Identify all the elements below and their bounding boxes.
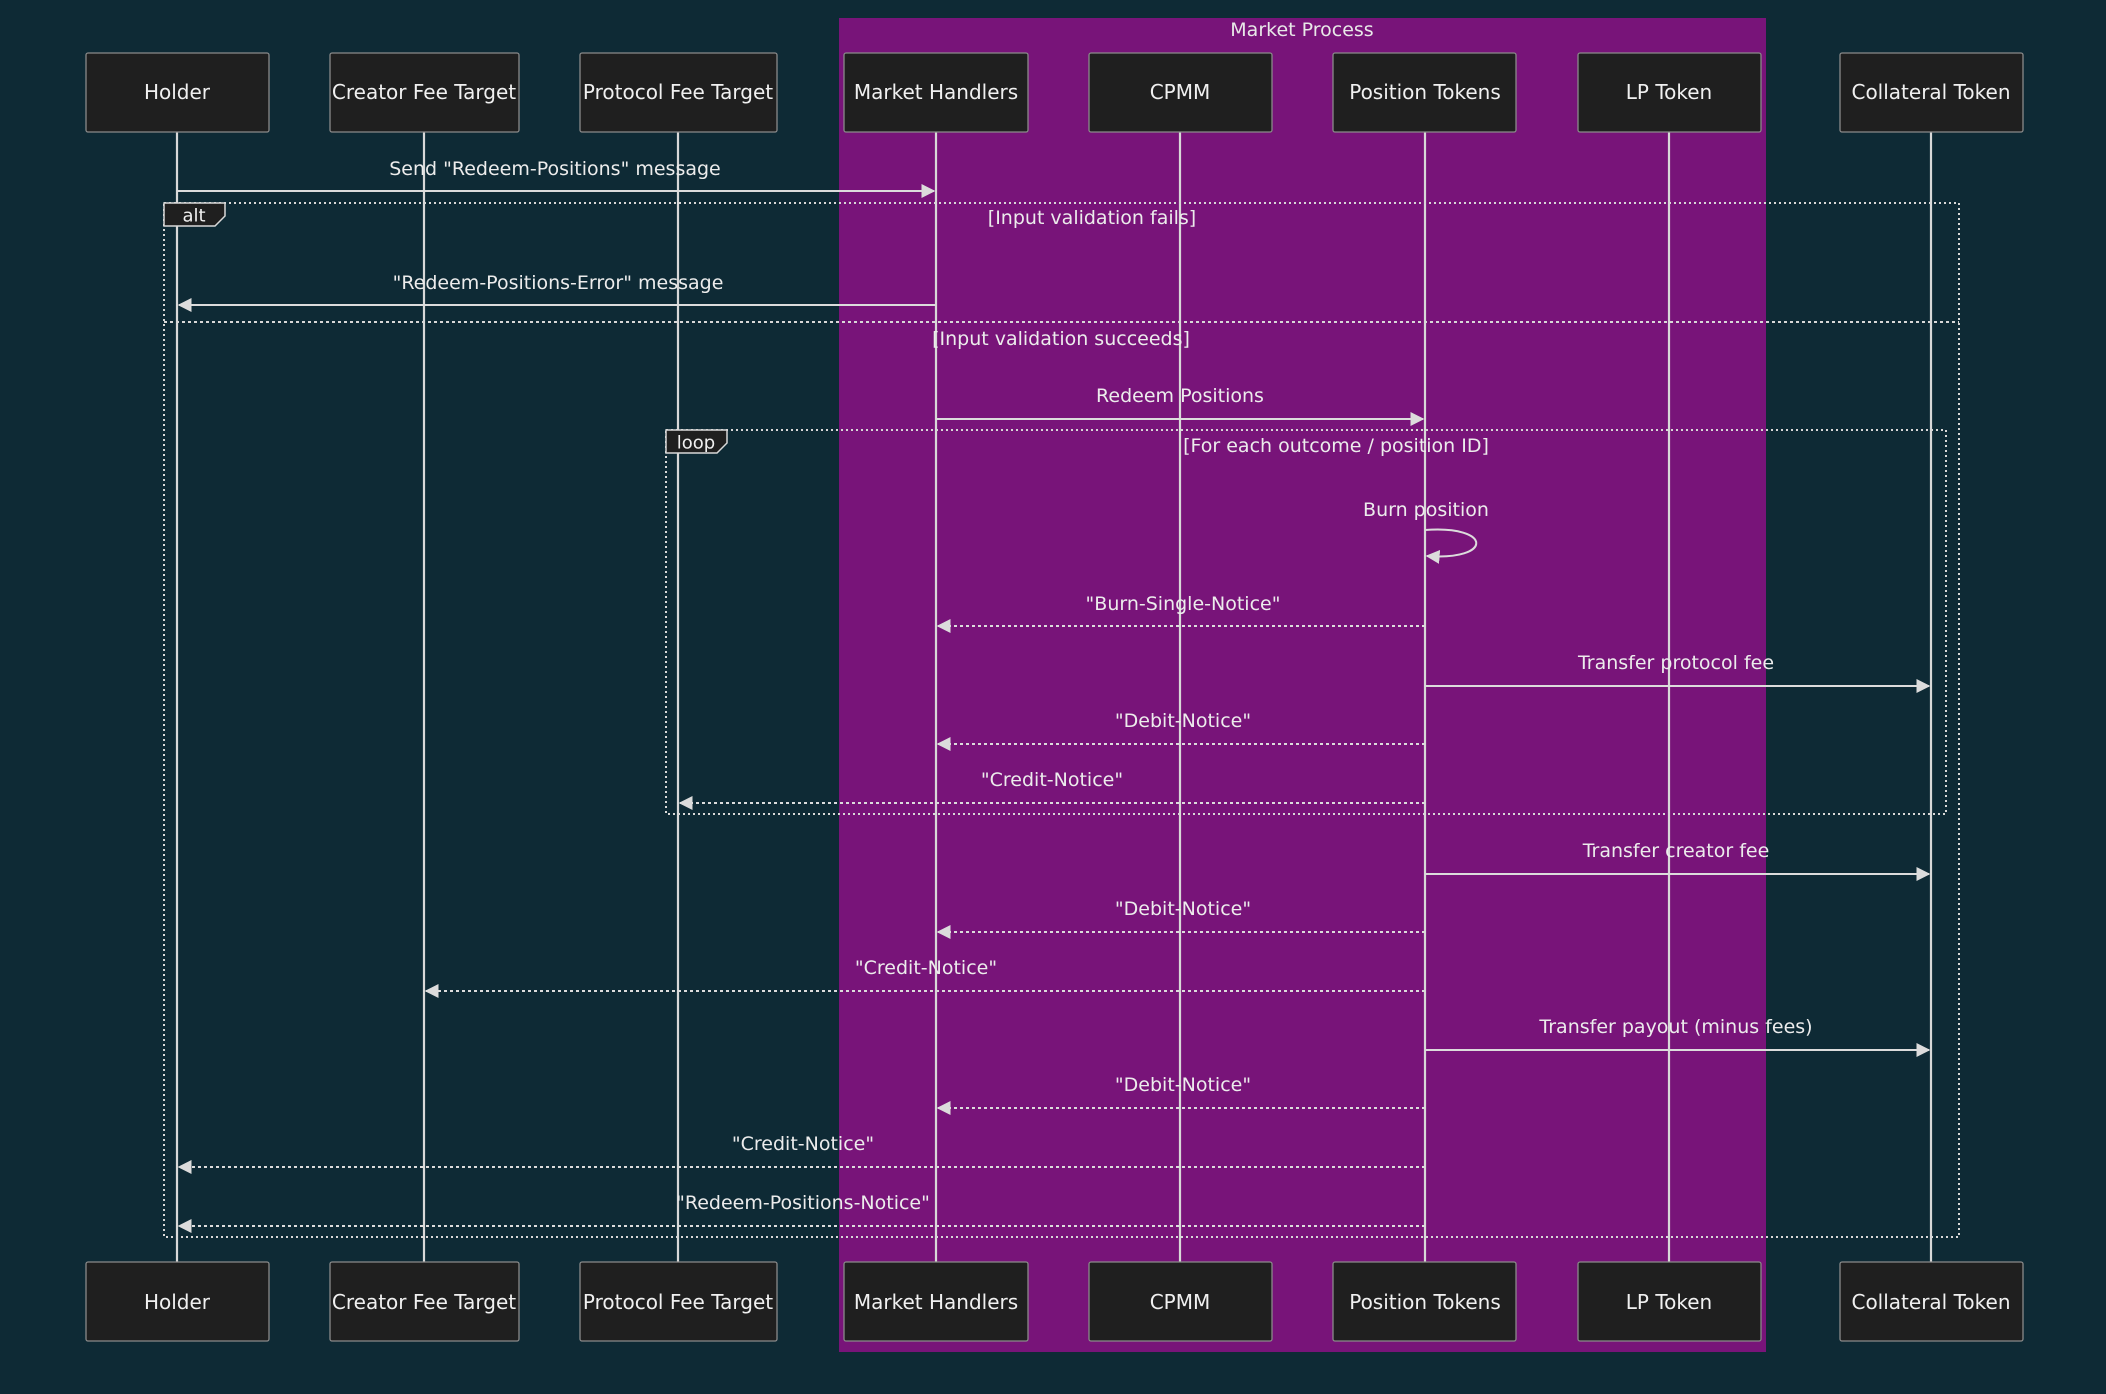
message-label: Send "Redeem-Positions" message: [389, 158, 721, 180]
message-debit-notice-1: "Debit-Notice": [936, 710, 1425, 751]
message-credit-notice-protocol: "Credit-Notice": [678, 769, 1425, 810]
message-transfer-payout: Transfer payout (minus fees): [1425, 1016, 1931, 1057]
actor-cpmm-top[interactable]: CPMM: [1088, 52, 1273, 133]
actor-label: Market Handlers: [854, 1290, 1018, 1314]
message-label: "Debit-Notice": [1115, 1074, 1251, 1096]
message-redeem-positions: Redeem Positions: [936, 385, 1425, 426]
message-label: "Redeem-Positions-Notice": [676, 1192, 930, 1214]
message-credit-notice-holder: "Credit-Notice": [177, 1133, 1425, 1174]
actor-lp-token-bottom[interactable]: LP Token: [1577, 1261, 1762, 1342]
actor-holder-top[interactable]: Holder: [85, 52, 270, 133]
message-label: "Burn-Single-Notice": [1086, 593, 1281, 615]
message-debit-notice-2: "Debit-Notice": [936, 898, 1425, 939]
actor-lp-token-top[interactable]: LP Token: [1577, 52, 1762, 133]
actor-collateral-token-top[interactable]: Collateral Token: [1839, 52, 2024, 133]
lifelines: [175, 132, 1933, 1262]
loop-frame: [665, 429, 1947, 815]
actor-label: Creator Fee Target: [332, 80, 516, 104]
actor-label: LP Token: [1626, 1290, 1712, 1314]
alt-tab: [163, 202, 226, 227]
alt-frame: [163, 202, 1960, 1238]
actor-market-handlers-top[interactable]: Market Handlers: [843, 52, 1029, 133]
alt-condition-succeeds: [Input validation succeeds]: [932, 328, 1190, 350]
market-process-label: Market Process: [1230, 19, 1373, 41]
message-label: Transfer payout (minus fees): [1538, 1016, 1812, 1038]
alt-condition-fails: [Input validation fails]: [988, 207, 1196, 229]
message-label: Redeem Positions: [1096, 385, 1264, 407]
actor-label: Collateral Token: [1851, 1290, 2010, 1314]
actor-label: Position Tokens: [1349, 80, 1501, 104]
actor-label: Holder: [144, 1290, 211, 1314]
actor-label: LP Token: [1626, 80, 1712, 104]
actor-collateral-token-bottom[interactable]: Collateral Token: [1839, 1261, 2024, 1342]
message-label: Burn position: [1363, 499, 1489, 521]
actor-label: Collateral Token: [1851, 80, 2010, 104]
actor-cpmm-bottom[interactable]: CPMM: [1088, 1261, 1273, 1342]
message-label: "Credit-Notice": [732, 1133, 874, 1155]
message-redeem-positions-error: "Redeem-Positions-Error" message: [177, 272, 936, 312]
loop-tab-label: loop: [677, 433, 715, 454]
actor-label: Market Handlers: [854, 80, 1018, 104]
message-label: "Debit-Notice": [1115, 710, 1251, 732]
message-credit-notice-creator: "Credit-Notice": [424, 957, 1425, 998]
alt-tab-label: alt: [182, 206, 205, 227]
actor-label: Protocol Fee Target: [583, 80, 773, 104]
message-redeem-positions-notice: "Redeem-Positions-Notice": [177, 1192, 1425, 1233]
actor-label: Creator Fee Target: [332, 1290, 516, 1314]
message-burn-single-notice: "Burn-Single-Notice": [936, 593, 1425, 633]
message-label: Transfer protocol fee: [1577, 652, 1774, 674]
message-transfer-creator-fee: Transfer creator fee: [1425, 840, 1931, 881]
messages: Send "Redeem-Positions" message "Redeem-…: [177, 158, 1931, 1233]
message-label: "Credit-Notice": [981, 769, 1123, 791]
actor-protocol-fee-target-bottom[interactable]: Protocol Fee Target: [579, 1261, 778, 1342]
message-label: Transfer creator fee: [1582, 840, 1770, 862]
actor-protocol-fee-target-top[interactable]: Protocol Fee Target: [579, 52, 778, 133]
message-burn-position: Burn position: [1363, 499, 1489, 564]
actor-creator-fee-target-bottom[interactable]: Creator Fee Target: [329, 1261, 520, 1342]
actor-label: Position Tokens: [1349, 1290, 1501, 1314]
message-label: "Redeem-Positions-Error" message: [393, 272, 724, 294]
loop-condition: [For each outcome / position ID]: [1183, 435, 1489, 457]
message-label: "Debit-Notice": [1115, 898, 1251, 920]
actor-market-handlers-bottom[interactable]: Market Handlers: [843, 1261, 1029, 1342]
actor-position-tokens-top[interactable]: Position Tokens: [1332, 52, 1517, 133]
actor-label: CPMM: [1150, 80, 1211, 104]
actor-creator-fee-target-top[interactable]: Creator Fee Target: [329, 52, 520, 133]
actors-bottom: Holder Creator Fee Target Protocol Fee T…: [85, 1261, 2024, 1342]
actor-label: Protocol Fee Target: [583, 1290, 773, 1314]
loop-fragment: loop [For each outcome / position ID]: [665, 429, 1947, 815]
actors-top: Holder Creator Fee Target Protocol Fee T…: [85, 52, 2024, 133]
message-send-redeem-positions: Send "Redeem-Positions" message: [177, 158, 936, 198]
message-debit-notice-3: "Debit-Notice": [936, 1074, 1425, 1115]
loop-tab: [665, 429, 728, 454]
actor-label: CPMM: [1150, 1290, 1211, 1314]
alt-fragment: alt [Input validation fails] [Input vali…: [163, 202, 1960, 1238]
actor-position-tokens-bottom[interactable]: Position Tokens: [1332, 1261, 1517, 1342]
message-transfer-protocol-fee: Transfer protocol fee: [1425, 652, 1931, 693]
actor-label: Holder: [144, 80, 211, 104]
actor-holder-bottom[interactable]: Holder: [85, 1261, 270, 1342]
message-label: "Credit-Notice": [855, 957, 997, 979]
